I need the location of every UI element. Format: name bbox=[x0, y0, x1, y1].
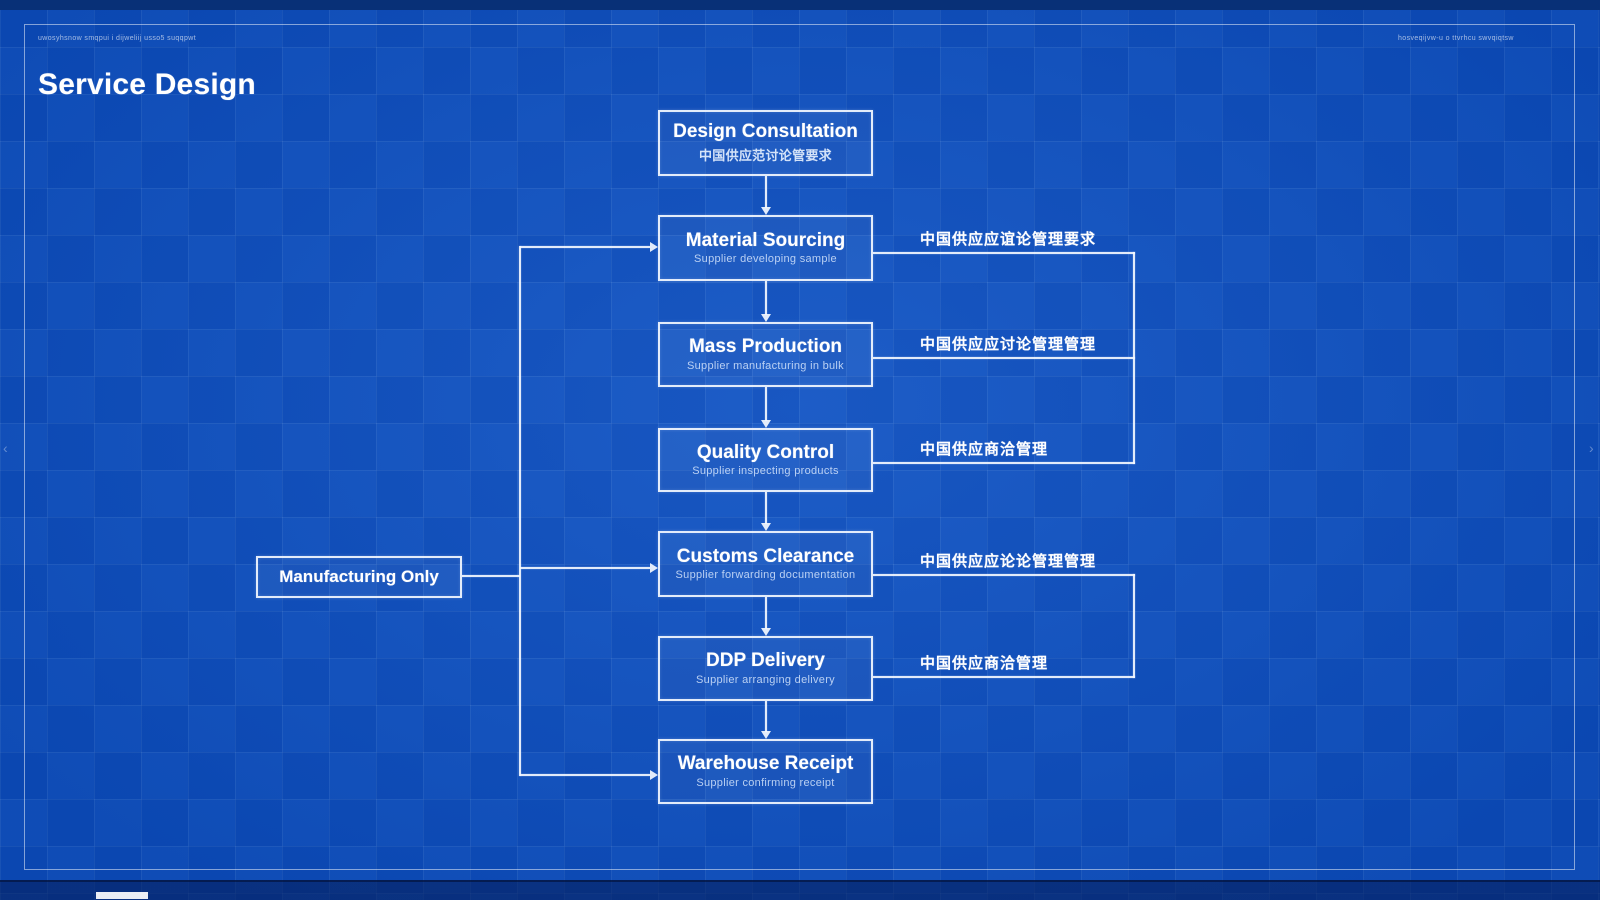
annotation-label: 中国供应商洽管理 bbox=[920, 655, 1049, 672]
node-quality-control: Quality Control Supplier inspecting prod… bbox=[658, 428, 873, 492]
next-chevron-icon: › bbox=[1589, 440, 1594, 456]
node-title: Mass Production bbox=[688, 336, 843, 358]
node-subtitle: 中国供应范讨论管要求 bbox=[698, 147, 832, 163]
node-subtitle: Supplier developing sample bbox=[694, 253, 837, 266]
annotation-line bbox=[873, 252, 1135, 254]
bottom-tag-mark bbox=[96, 892, 148, 899]
node-subtitle: Supplier arranging delivery bbox=[696, 673, 835, 686]
arrow-down-icon bbox=[761, 420, 771, 428]
node-design-consultation: Design Consultation 中国供应范讨论管要求 bbox=[658, 110, 873, 176]
node-mass-production: Mass Production Supplier manufacturing i… bbox=[658, 322, 873, 387]
branch-trunk-line bbox=[519, 246, 521, 776]
connector-line bbox=[765, 387, 767, 421]
arrow-right-icon bbox=[650, 242, 658, 252]
page-title: Service Design bbox=[38, 68, 256, 101]
node-title: DDP Delivery bbox=[706, 650, 825, 672]
bottom-strip bbox=[0, 880, 1600, 900]
node-warehouse-receipt: Warehouse Receipt Supplier confirming re… bbox=[658, 739, 873, 804]
connector-line bbox=[520, 774, 650, 776]
annotation-label: 中国供应应讨论管理管理 bbox=[920, 336, 1097, 353]
arrow-right-icon bbox=[650, 563, 658, 573]
node-subtitle: Supplier forwarding documentation bbox=[675, 569, 856, 582]
node-title: Material Sourcing bbox=[685, 229, 846, 251]
annotation-label: 中国供应商洽管理 bbox=[920, 441, 1049, 458]
node-title: Design Consultation bbox=[673, 121, 858, 143]
prev-chevron-icon: ‹ bbox=[3, 440, 8, 456]
node-title: Warehouse Receipt bbox=[677, 753, 854, 775]
connector-line bbox=[765, 597, 767, 629]
arrow-down-icon bbox=[761, 314, 771, 322]
connector-line bbox=[765, 176, 767, 208]
annotation-line bbox=[873, 357, 1135, 359]
node-title: Quality Control bbox=[696, 441, 835, 463]
arrow-right-icon bbox=[650, 770, 658, 780]
node-title: Customs Clearance bbox=[676, 545, 855, 567]
annotation-label: 中国供应应谊论管理要求 bbox=[920, 231, 1097, 248]
annotation-line bbox=[873, 462, 1135, 464]
arrow-down-icon bbox=[761, 207, 771, 215]
connector-line bbox=[765, 701, 767, 732]
annotation-bracket-line bbox=[1133, 574, 1135, 678]
node-material-sourcing: Material Sourcing Supplier developing sa… bbox=[658, 215, 873, 281]
annotation-bracket-line bbox=[1133, 252, 1135, 464]
corner-note-top-left: uwosyhsnow smqpui i dijweliij usso5 suqq… bbox=[38, 35, 197, 42]
node-subtitle: Supplier manufacturing in bulk bbox=[687, 359, 844, 372]
annotation-line bbox=[873, 574, 1135, 576]
node-customs-clearance: Customs Clearance Supplier forwarding do… bbox=[658, 531, 873, 597]
arrow-down-icon bbox=[761, 731, 771, 739]
node-ddp-delivery: DDP Delivery Supplier arranging delivery bbox=[658, 636, 873, 701]
arrow-down-icon bbox=[761, 523, 771, 531]
connector-line bbox=[520, 246, 650, 248]
node-manufacturing-only: Manufacturing Only bbox=[256, 556, 462, 598]
connector-line bbox=[765, 281, 767, 315]
node-subtitle: Supplier confirming receipt bbox=[696, 776, 835, 789]
annotation-label: 中国供应应论论管理管理 bbox=[920, 553, 1097, 570]
arrow-down-icon bbox=[761, 628, 771, 636]
top-strip bbox=[0, 0, 1600, 10]
corner-note-top-right: hosveqijvw-u o ttvrhcu swvqiqtsw bbox=[1398, 35, 1514, 42]
connector-line bbox=[462, 575, 520, 577]
annotation-line bbox=[873, 676, 1135, 678]
connector-line bbox=[765, 492, 767, 524]
connector-line bbox=[520, 567, 650, 569]
node-title: Manufacturing Only bbox=[279, 567, 439, 586]
node-subtitle: Supplier inspecting products bbox=[692, 465, 839, 478]
